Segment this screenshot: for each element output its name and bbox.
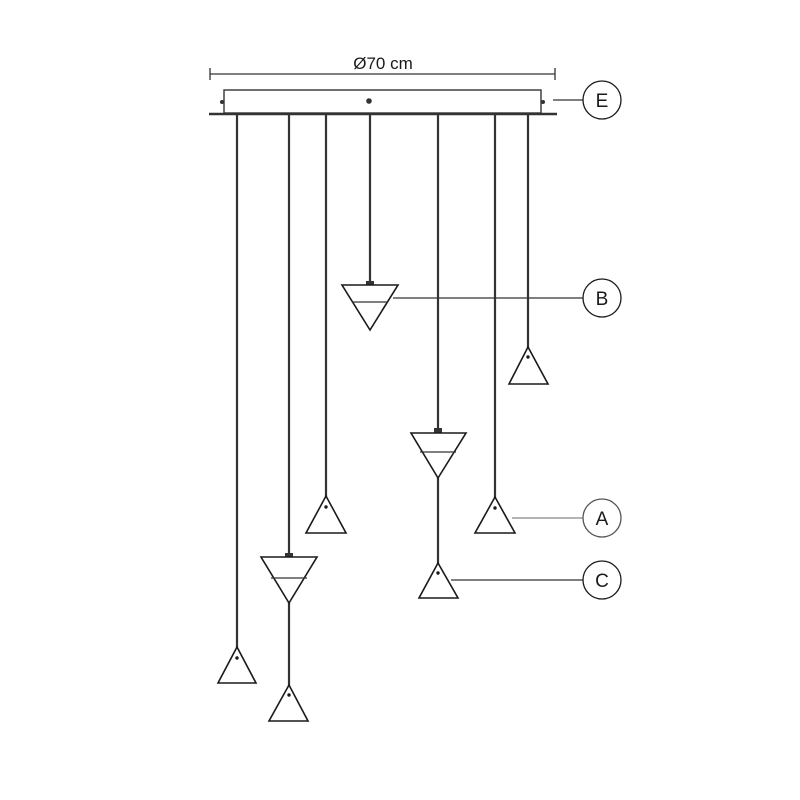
canopy-body bbox=[223, 89, 542, 114]
small-cone-3 bbox=[473, 495, 517, 534]
small-cone-2 bbox=[304, 494, 348, 534]
large-cone-1-shade bbox=[340, 284, 400, 332]
small-cone-1-dot bbox=[526, 355, 530, 359]
callout-e-circle bbox=[582, 80, 622, 120]
callout-b: B bbox=[393, 278, 622, 318]
large-cone-2-cap bbox=[434, 428, 442, 433]
small-cone-4-shade bbox=[417, 561, 460, 599]
small-cone-2-shade bbox=[304, 494, 348, 534]
callout-a: A bbox=[512, 498, 622, 538]
large-cone-3 bbox=[259, 553, 319, 605]
callout-c: C bbox=[451, 560, 622, 600]
callout-e-label: E bbox=[596, 91, 609, 112]
callout-b-label: B bbox=[596, 289, 609, 310]
large-cone-2 bbox=[409, 428, 468, 480]
small-cone-3-dot bbox=[493, 506, 497, 510]
large-cone-3-cap bbox=[285, 553, 293, 558]
small-cone-1 bbox=[507, 345, 550, 385]
canopy-screw bbox=[366, 98, 372, 104]
small-cone-5 bbox=[216, 645, 258, 684]
small-cone-6-dot bbox=[287, 693, 291, 697]
callout-c-label: C bbox=[595, 571, 609, 592]
large-cone-1 bbox=[340, 281, 400, 332]
width-dimension: Ø70 cm bbox=[209, 54, 556, 80]
callout-c-circle bbox=[582, 560, 622, 600]
callout-a-circle bbox=[582, 498, 622, 538]
canopy-bracket-right bbox=[541, 100, 545, 104]
small-cone-2-dot bbox=[324, 505, 328, 509]
small-cone-4 bbox=[417, 561, 460, 599]
callout-a-label: A bbox=[596, 509, 609, 530]
callout-b-circle bbox=[582, 278, 622, 318]
large-cone-1-cap bbox=[366, 281, 374, 285]
dimension-label: Ø70 cm bbox=[353, 54, 413, 73]
ceiling-canopy bbox=[209, 89, 557, 116]
small-cone-6 bbox=[267, 683, 310, 722]
small-cone-6-shade bbox=[267, 683, 310, 722]
small-cone-5-dot bbox=[235, 656, 239, 660]
small-cone-4-dot bbox=[436, 571, 440, 575]
large-cone-2-shade bbox=[409, 432, 468, 480]
small-cone-1-shade bbox=[507, 345, 550, 385]
suspension-wires bbox=[235, 114, 530, 688]
small-cone-3-shade bbox=[473, 495, 517, 534]
canopy-bracket-left bbox=[220, 100, 224, 104]
small-cone-5-shade bbox=[216, 645, 258, 684]
callout-e: E bbox=[553, 80, 622, 120]
large-cone-3-shade bbox=[259, 556, 319, 605]
